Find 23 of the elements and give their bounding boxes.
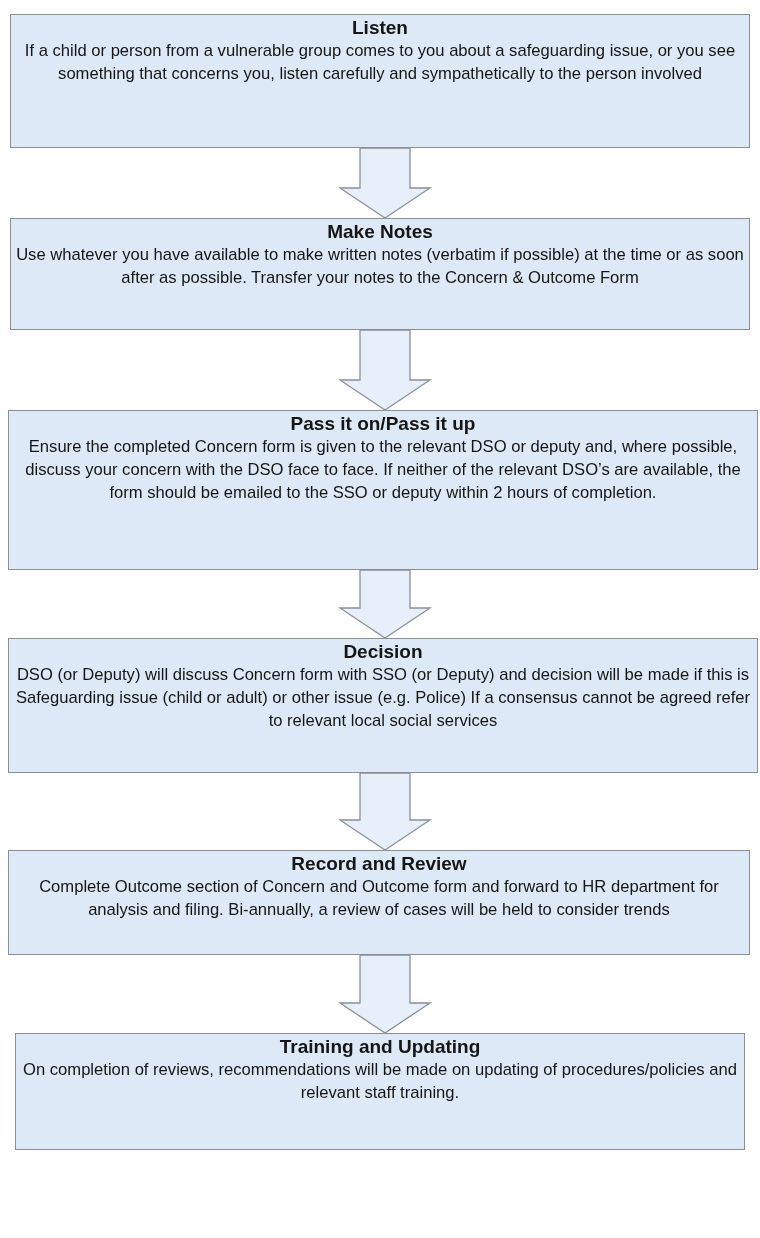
block-arrow [337,147,433,219]
step-heading: Make Notes [327,221,433,243]
step-heading: Listen [352,17,408,39]
step-box [10,218,750,330]
step-box [10,14,750,148]
step-description: If a child or person from a vulnerable group comes to you about a safeguarding issue, or you see something that concerns you, listen carefully and sympathetically to the person involved [23,40,737,85]
step-description: Complete Outcome section of Concern and Outcome form and forward to HR department for analysis and filing. Bi-annually, a review of cases will be held to consider trends [38,876,720,921]
step-description: Ensure the completed Concern form is given to the relevant DSO or deputy and, where possible, discuss your concern with the DSO face to face. If neither of the relevant DSO’s are available, the form should be emailed to the SSO or deputy within 2 hours of completion. [24,436,742,504]
step-box [8,638,758,773]
step-box [8,850,750,955]
step-heading: Record and Review [291,853,467,875]
block-arrow [337,569,433,639]
step-box [15,1033,745,1150]
step-description: DSO (or Deputy) will discuss Concern form with SSO (or Deputy) and decision will be made if this is Safeguarding issue (child or adult) or other issue (e.g. Police) If a consensus cannot be agreed refer to relevant local social services [14,664,752,732]
step-description: Use whatever you have available to make written notes (verbatim if possible) at the time or as soon after as possible. Transfer your notes to the Concern & Outcome Form [15,244,745,289]
block-arrow [337,772,433,851]
step-box [8,410,758,570]
step-heading: Training and Updating [279,1036,481,1058]
block-arrow [337,954,433,1034]
block-arrow [337,329,433,411]
step-description: On completion of reviews, recommendations will be made on updating of procedures/policies and relevant staff training. [22,1059,738,1104]
step-heading: Decision [343,641,423,663]
step-heading: Pass it on/Pass it up [290,413,476,435]
